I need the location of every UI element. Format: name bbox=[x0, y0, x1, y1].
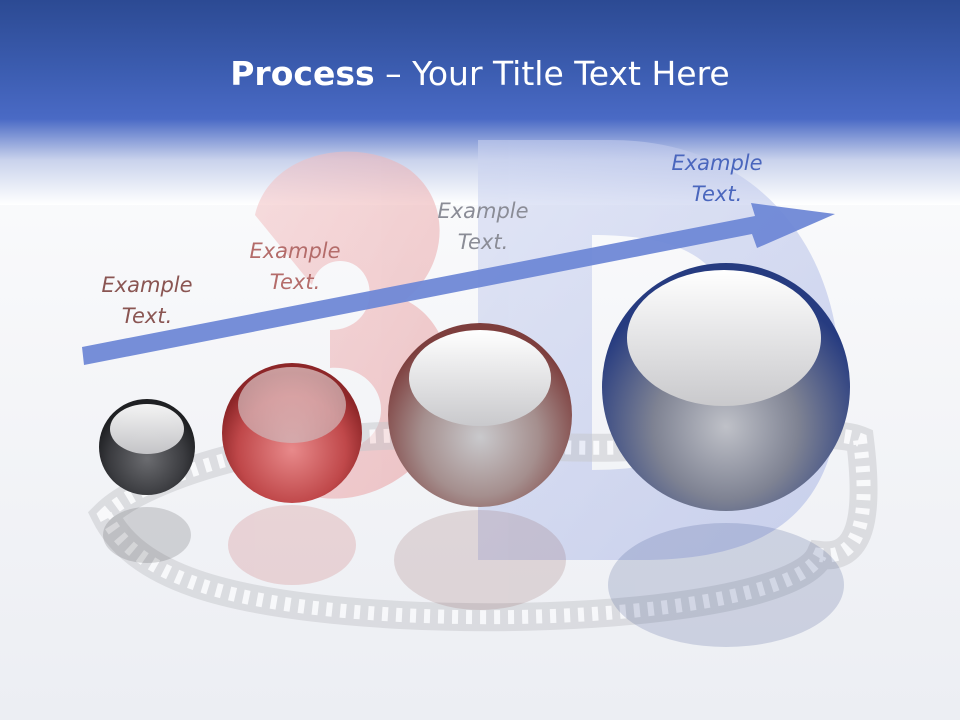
step-label-4-line1: Example bbox=[671, 151, 763, 175]
sphere-step-3[interactable] bbox=[388, 323, 572, 507]
step-label-1-line2: Text. bbox=[121, 304, 173, 328]
step-label-2-line2: Text. bbox=[269, 270, 321, 294]
step-label-4-line2: Text. bbox=[691, 182, 743, 206]
title-rest: – Your Title Text Here bbox=[374, 54, 730, 93]
title-bold: Process bbox=[230, 54, 375, 93]
reflections bbox=[103, 505, 844, 647]
sphere-step-4[interactable] bbox=[602, 263, 850, 511]
film-strip bbox=[87, 420, 878, 632]
step-label-2-line1: Example bbox=[249, 239, 341, 263]
step-label-3-line1: Example bbox=[437, 199, 529, 223]
trend-arrow bbox=[82, 203, 835, 365]
step-label-3-line2: Text. bbox=[457, 230, 509, 254]
step-label-1-line1: Example bbox=[101, 273, 193, 297]
sphere-step-2[interactable] bbox=[222, 363, 362, 503]
slide-title[interactable]: Process – Your Title Text Here bbox=[0, 52, 960, 96]
sphere-step-1[interactable] bbox=[99, 399, 195, 495]
